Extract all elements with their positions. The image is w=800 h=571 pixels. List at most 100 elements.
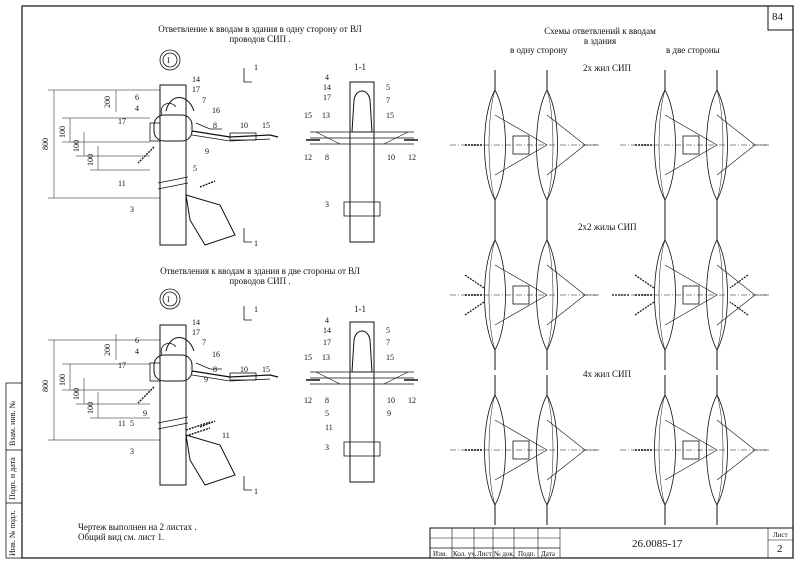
- tb-sheet-number: 2: [777, 543, 783, 555]
- callout-ls-7: 7: [386, 338, 390, 347]
- section-mark-lower-top: 1: [254, 305, 258, 314]
- callout-10: 10: [240, 121, 248, 130]
- callout-l-10: 10: [240, 365, 248, 374]
- callout-s-5: 5: [386, 83, 390, 92]
- section-mark-lower-bottom: 1: [254, 487, 258, 496]
- callout-l-7: 7: [202, 338, 206, 347]
- callout-ls-14: 14: [323, 326, 331, 335]
- notes: Чертеж выполнен на 2 листах . Общий вид …: [78, 522, 197, 542]
- schemes-title: Схемы ответвлений к вводам в здания: [530, 26, 670, 46]
- schemes-col-two: в две стороны: [666, 45, 720, 55]
- callout-ls-12a: 12: [304, 396, 312, 405]
- callout-4: 4: [135, 104, 139, 113]
- dim-100-upper-a: 100: [58, 126, 67, 138]
- callout-ls-9: 9: [387, 409, 391, 418]
- section-mark-upper-top: 1: [254, 63, 258, 72]
- callout-ls-3: 3: [325, 443, 329, 452]
- callout-l-17b: 17: [118, 361, 126, 370]
- view1-section-label: 1-1: [354, 62, 366, 72]
- tb-col-kol: Кол. уч.: [453, 550, 477, 558]
- schemes-title-line1: Схемы ответвлений к вводам: [544, 26, 656, 36]
- callout-ls-17: 17: [323, 338, 331, 347]
- dim-100-lower-c: 100: [86, 402, 95, 414]
- view2-section-label: 1-1: [354, 304, 366, 314]
- view2-title-line1: Ответвления к вводам в здания в две стор…: [160, 266, 360, 276]
- callout-ls-5: 5: [386, 326, 390, 335]
- callout-ls-8: 8: [325, 396, 329, 405]
- page-number: 84: [772, 11, 783, 23]
- tb-col-izm: Изм.: [433, 550, 447, 558]
- callout-14: 14: [192, 75, 200, 84]
- callout-s-14: 14: [323, 83, 331, 92]
- callout-s-17: 17: [323, 93, 331, 102]
- callout-l-14: 14: [192, 318, 200, 327]
- tb-col-ndok: № док.: [494, 550, 515, 558]
- dim-100-lower-a: 100: [58, 374, 67, 386]
- view1-title: Ответвление к вводам в здания в одну сто…: [150, 24, 370, 44]
- callout-ls-12b: 12: [408, 396, 416, 405]
- callout-l-4: 4: [135, 347, 139, 356]
- dim-800-lower: 800: [41, 380, 50, 392]
- schemes-row3-label: 4х жил СИП: [583, 369, 632, 379]
- stamp-vzam-inv: Взам. инв. №: [8, 400, 17, 446]
- dim-200-lower: 200: [103, 344, 112, 356]
- callout-l-5: 5: [130, 419, 134, 428]
- callout-ls-5b: 5: [325, 409, 329, 418]
- callout-l-8: 8: [213, 365, 217, 374]
- tb-sheet-label: Лист: [773, 531, 788, 539]
- dim-100-upper-b: 100: [72, 140, 81, 152]
- dim-800-upper: 800: [41, 138, 50, 150]
- callout-9: 9: [205, 147, 209, 156]
- callout-l-3: 3: [130, 447, 134, 456]
- callout-s-12b: 12: [408, 153, 416, 162]
- callout-l-11a: 11: [118, 419, 126, 428]
- callout-s-8: 8: [325, 153, 329, 162]
- view2-title-line2: проводов СИП .: [229, 276, 291, 286]
- schemes-title-line2: в здания: [583, 36, 617, 46]
- callout-s-10: 10: [387, 153, 395, 162]
- notes-line1: Чертеж выполнен на 2 листах .: [78, 522, 197, 532]
- callout-s-4: 4: [325, 73, 329, 82]
- callout-l-15: 15: [262, 365, 270, 374]
- schemes-col-one: в одну сторону: [510, 45, 568, 55]
- callout-11: 11: [118, 179, 126, 188]
- callout-l-9b: 9: [143, 409, 147, 418]
- stamp-inv-podl: Инв. № подл.: [8, 510, 17, 556]
- callout-17b: 17: [118, 117, 126, 126]
- callout-s-15a: 15: [304, 111, 312, 120]
- callout-ls-4: 4: [325, 316, 329, 325]
- notes-line2: Общий вид см. лист 1.: [78, 532, 165, 542]
- section-mark-upper-bottom: 1: [254, 239, 258, 248]
- tb-col-podp: Подп.: [518, 550, 536, 558]
- callout-l-11b: 11: [222, 431, 230, 440]
- callout-3: 3: [130, 205, 134, 214]
- callout-6: 6: [135, 93, 139, 102]
- schemes-row1-label: 2х жил СИП: [583, 63, 632, 73]
- tb-col-list: Лист: [477, 550, 492, 558]
- schemes-row2-label: 2х2 жилы СИП: [578, 222, 637, 232]
- callout-ls-15a: 15: [304, 353, 312, 362]
- callout-l-6: 6: [135, 336, 139, 345]
- callout-s-7: 7: [386, 96, 390, 105]
- callout-ls-13: 13: [322, 353, 330, 362]
- callout-l-17: 17: [192, 328, 200, 337]
- view1-title-line1: Ответвление к вводам в здания в одну сто…: [158, 24, 362, 34]
- dim-100-upper-c: 100: [86, 154, 95, 166]
- view2-title: Ответвления к вводам в здания в две стор…: [150, 266, 370, 286]
- callout-s-12a: 12: [304, 153, 312, 162]
- stamp-podp-data: Подп. и дата: [8, 457, 17, 500]
- callout-ls-15b: 15: [386, 353, 394, 362]
- circle-label-lower: I: [167, 295, 170, 304]
- callout-15: 15: [262, 121, 270, 130]
- circle-label-upper: I: [167, 56, 170, 65]
- callout-s-15b: 15: [386, 111, 394, 120]
- callout-16: 16: [212, 106, 220, 115]
- callout-8: 8: [213, 121, 217, 130]
- tb-doc-number: 26.0085-17: [632, 538, 683, 550]
- callout-l-9: 9: [204, 375, 208, 384]
- dim-100-lower-b: 100: [72, 388, 81, 400]
- callout-l-16: 16: [212, 350, 220, 359]
- callout-ls-10: 10: [387, 396, 395, 405]
